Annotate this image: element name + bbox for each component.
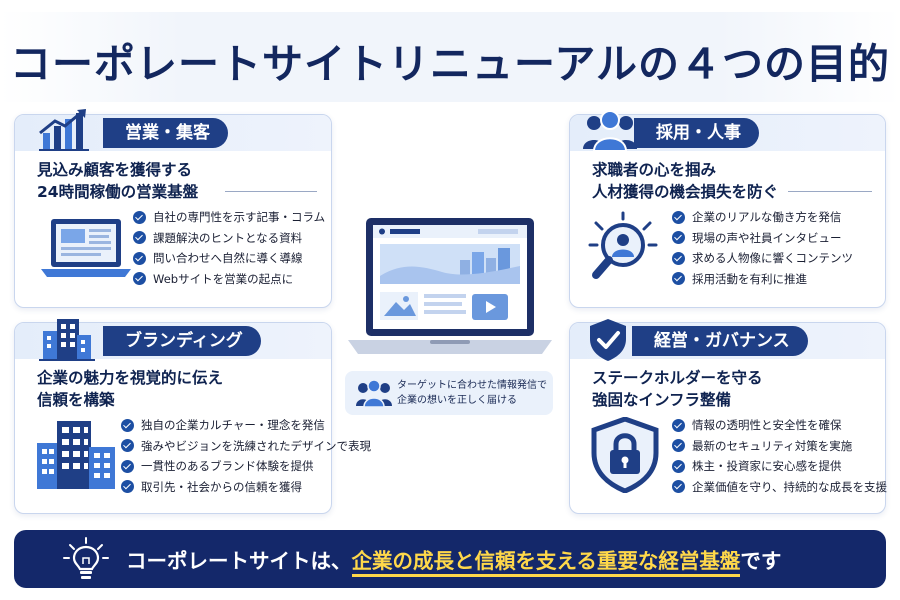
card-sales-rule: [225, 191, 317, 192]
list-item: 強みやビジョンを洗練されたデザインで表現: [121, 436, 371, 457]
card-branding-subtitle: 企業の魅力を視覚的に伝え 信頼を構築: [37, 369, 224, 409]
check-icon: [672, 251, 685, 265]
list-item: 問い合わせへ自然に導く導線: [133, 248, 325, 269]
shield-lock-icon: [591, 417, 659, 493]
title-band: [0, 12, 900, 102]
check-icon: [133, 210, 146, 224]
people-group-icon: [583, 110, 637, 152]
list-item: 一貫性のあるブランド体験を提供: [121, 456, 371, 477]
list-item: 情報の透明性と安全性を確保: [672, 415, 887, 436]
card-recruit-subtitle: 求職者の心を掴み 人材獲得の機会損失を防ぐ: [592, 161, 779, 201]
check-icon: [121, 418, 134, 432]
card-governance-label: 経営・ガバナンス: [632, 326, 808, 356]
banner-highlight: 企業の成長と信頼を支える重要な経営基盤: [351, 549, 741, 577]
card-recruit-label: 採用・人事: [634, 118, 759, 148]
list-item: 株主・投資家に安心感を提供: [672, 456, 887, 477]
card-sales: 営業・集客 見込み顧客を獲得する 24時間稼働の営業基盤 自社の専門性を示す記事…: [14, 109, 332, 308]
list-item: 求める人物像に響くコンテンツ: [672, 248, 853, 269]
growth-chart-icon: [39, 109, 89, 151]
card-governance-bullets: 情報の透明性と安全性を確保 最新のセキュリティ対策を実施 株主・投資家に安心感を…: [672, 415, 887, 497]
list-item: 企業価値を守り、持続的な成長を支援: [672, 477, 887, 498]
check-icon: [672, 231, 685, 245]
check-icon: [672, 439, 685, 453]
list-item: 採用活動を有利に推進: [672, 269, 853, 290]
list-item: Webサイトを営業の起点に: [133, 269, 325, 290]
check-icon: [672, 459, 685, 473]
card-branding-label: ブランディング: [103, 326, 261, 356]
buildings-icon: [37, 421, 115, 489]
check-icon: [121, 459, 134, 473]
list-item: 課題解決のヒントとなる資料: [133, 228, 325, 249]
check-icon: [121, 480, 134, 494]
building-icon: [39, 319, 95, 361]
card-recruit: 採用・人事 求職者の心を掴み 人材獲得の機会損失を防ぐ 企業のリアルな働き方を発…: [569, 110, 886, 308]
magnifier-person-icon: [588, 211, 658, 279]
list-item: 最新のセキュリティ対策を実施: [672, 436, 887, 457]
card-recruit-bullets: 企業のリアルな働き方を発信 現場の声や社員インタビュー 求める人物像に響くコンテ…: [672, 207, 853, 289]
card-branding: ブランディング 企業の魅力を視覚的に伝え 信頼を構築: [14, 319, 371, 514]
check-icon: [672, 272, 685, 286]
list-item: 現場の声や社員インタビュー: [672, 228, 853, 249]
laptop-icon: [41, 219, 131, 277]
card-sales-label: 営業・集客: [103, 118, 228, 148]
people-group-icon: [356, 379, 392, 408]
card-sales-subtitle: 見込み顧客を獲得する 24時間稼働の営業基盤: [37, 161, 199, 201]
card-sales-bullets: 自社の専門性を示す記事・コラム 課題解決のヒントとなる資料 問い合わせへ自然に導…: [133, 207, 325, 289]
center-note: ターゲットに合わせた情報発信で 企業の想いを正しく届ける: [345, 371, 553, 415]
center-note-text: ターゲットに合わせた情報発信で 企業の想いを正しく届ける: [397, 380, 547, 406]
shield-check-icon: [590, 319, 626, 361]
card-branding-bullets: 独自の企業カルチャー・理念を発信 強みやビジョンを洗練されたデザインで表現 一貫…: [121, 415, 371, 497]
check-icon: [133, 251, 146, 265]
lightbulb-icon: [63, 537, 109, 579]
check-icon: [133, 231, 146, 245]
list-item: 自社の専門性を示す記事・コラム: [133, 207, 325, 228]
card-governance-subtitle: ステークホルダーを守る 強固なインフラ整備: [592, 369, 763, 409]
list-item: 企業のリアルな働き方を発信: [672, 207, 853, 228]
list-item: 取引先・社会からの信頼を獲得: [121, 477, 371, 498]
card-governance: 経営・ガバナンス ステークホルダーを守る 強固なインフラ整備 情報の透明性と安全…: [569, 319, 887, 514]
page-title: コーポレートサイトリニューアルの４つの目的: [10, 40, 890, 88]
list-item: 独自の企業カルチャー・理念を発信: [121, 415, 371, 436]
laptop-website-icon: [348, 218, 552, 354]
summary-banner: コーポレートサイトは、企業の成長と信頼を支える重要な経営基盤です: [14, 530, 886, 588]
check-icon: [672, 418, 685, 432]
check-icon: [133, 272, 146, 286]
check-icon: [672, 210, 685, 224]
banner-text: コーポレートサイトは、企業の成長と信頼を支える重要な経営基盤です: [126, 544, 781, 577]
check-icon: [672, 480, 685, 494]
check-icon: [121, 439, 134, 453]
card-recruit-rule: [788, 191, 872, 192]
